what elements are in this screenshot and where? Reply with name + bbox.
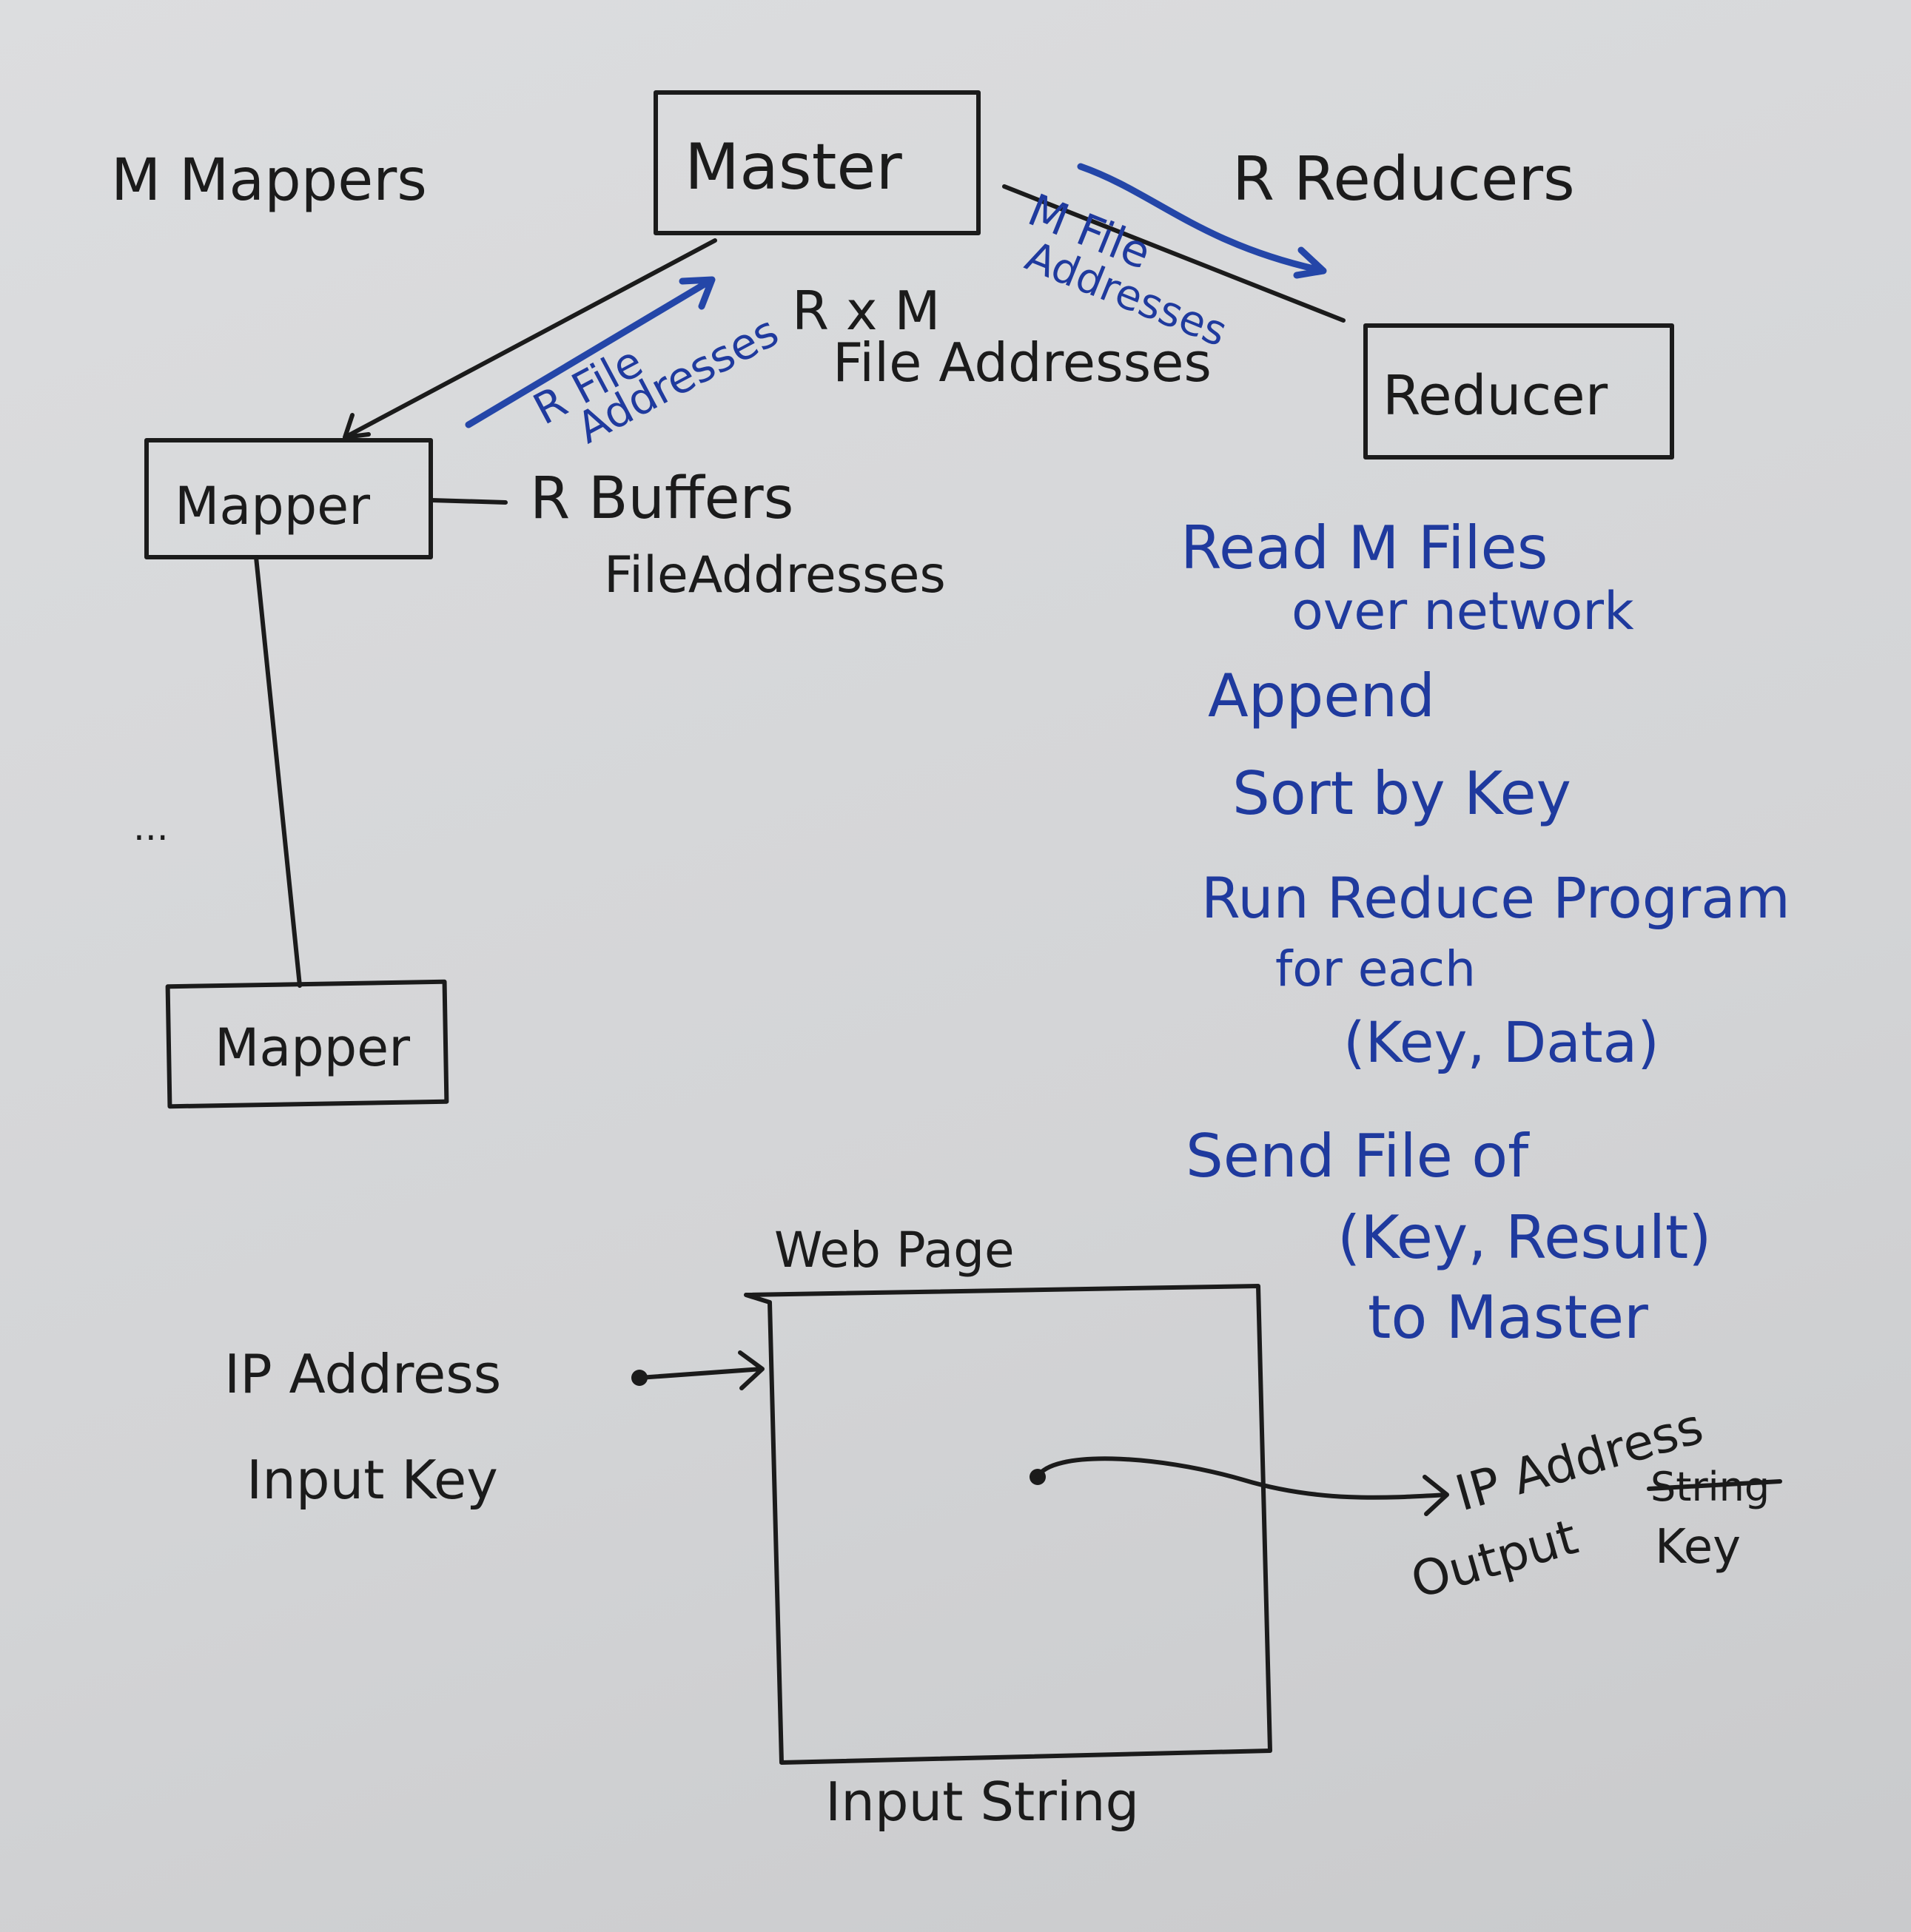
step-to-master: to Master <box>1368 1283 1648 1352</box>
master-to-reducer-line <box>1002 184 1346 323</box>
step-append: Append <box>1208 662 1435 730</box>
reducer-label: Reducer <box>1383 364 1608 428</box>
buffers-label: R Buffers <box>530 465 793 532</box>
rxm-file-addresses-label: File Addresses <box>833 331 1212 394</box>
reducer-box <box>1363 323 1674 460</box>
output-key-label: Key <box>1655 1520 1741 1575</box>
web-page-title: Web Page <box>774 1222 1015 1279</box>
master-label: Master <box>685 130 902 204</box>
mapper-label-1: Mapper <box>175 476 370 536</box>
ellipsis: ... <box>133 806 169 849</box>
step-send-file: Send File of <box>1186 1122 1530 1191</box>
input-string-label: Input String <box>825 1771 1139 1833</box>
rxm-label: R x M <box>792 280 941 342</box>
mapper-chain-line <box>254 555 302 988</box>
output-label: Output <box>1405 1508 1584 1609</box>
buffers-connector <box>429 498 508 505</box>
input-ip-arrow <box>637 1350 765 1390</box>
mappers-label: M Mappers <box>111 147 427 214</box>
mapper-to-master-arrow <box>465 276 716 428</box>
master-box <box>654 90 981 235</box>
mapper-label-2: Mapper <box>215 1017 410 1078</box>
step-key-data: (Key, Data) <box>1343 1009 1659 1075</box>
master-to-mapper-line <box>343 238 717 440</box>
mapper-box-2 <box>165 979 449 1109</box>
input-key-label: Input Key <box>246 1449 498 1511</box>
strikethrough <box>1647 1479 1782 1491</box>
web-page-box <box>744 1284 1272 1765</box>
reducers-label: R Reducers <box>1232 144 1575 215</box>
step-sort: Sort by Key <box>1232 759 1571 828</box>
buffers-file-addresses-label: FileAddresses <box>604 546 946 605</box>
step-run-reduce: Run Reduce Program <box>1201 865 1790 931</box>
input-ip-label: IP Address <box>224 1343 501 1405</box>
master-to-reducer-arrow <box>1077 163 1327 279</box>
step-read: Read M Files <box>1180 514 1548 582</box>
step-over-network: over network <box>1292 581 1634 642</box>
step-for-each: for each <box>1275 940 1476 997</box>
output-arrow <box>1035 1456 1449 1516</box>
step-key-result: (Key, Result) <box>1337 1203 1712 1272</box>
